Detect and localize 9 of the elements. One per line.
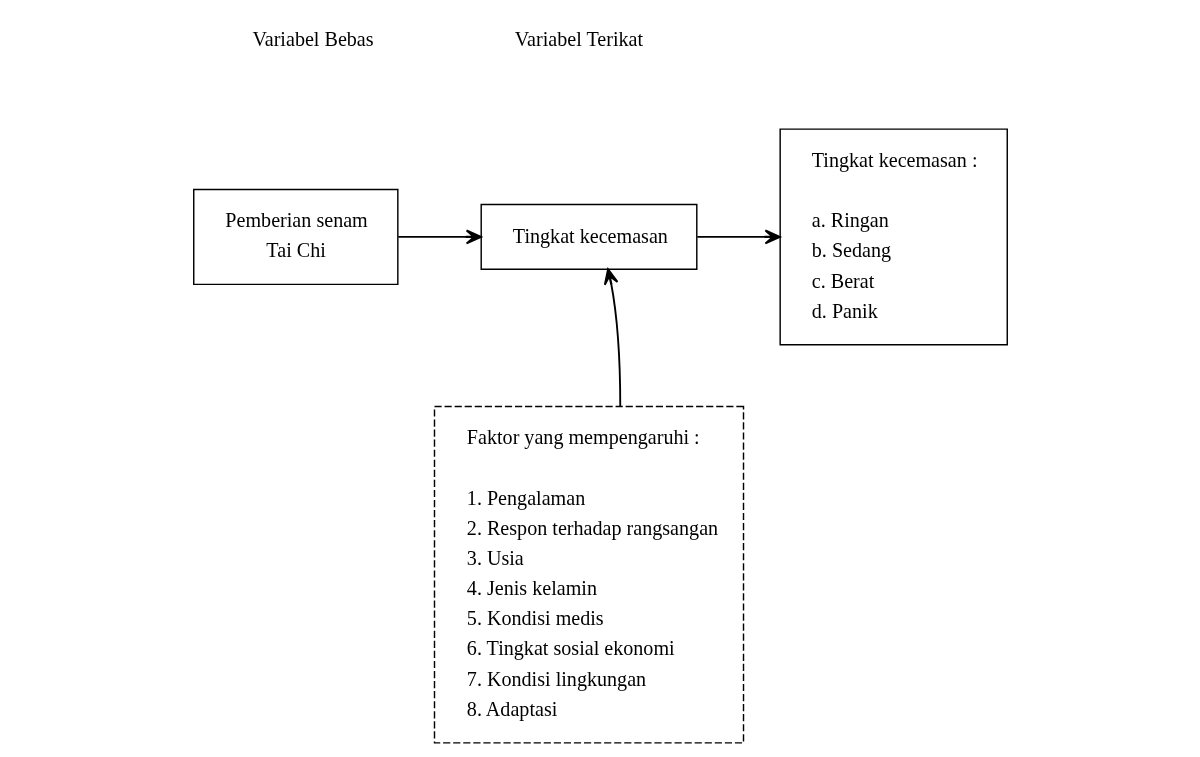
label: Variabel Bebas bbox=[251, 28, 374, 51]
node-box: Pemberian senam Tai Chi bbox=[192, 188, 399, 286]
arrow bbox=[603, 268, 621, 408]
arrow bbox=[695, 229, 781, 245]
label: Variabel Terikat bbox=[514, 28, 643, 51]
node-box: Tingkat kecemasan bbox=[480, 203, 697, 270]
arrow bbox=[396, 229, 482, 245]
node-box: Tingkat kecemasan : a. Ringan b. Sedang c. Berat d. Panik bbox=[778, 128, 1008, 346]
node-box: Faktor yang mempengaruhi : 1. Pengalaman 2. Respon terhadap rangsangan 3. Usia 4. Jenis kelamin 5. Kondisi medis 6. Tingkat sosial ekonomi 7. Kondisi lingkungan 8. Adaptasi bbox=[433, 405, 744, 744]
